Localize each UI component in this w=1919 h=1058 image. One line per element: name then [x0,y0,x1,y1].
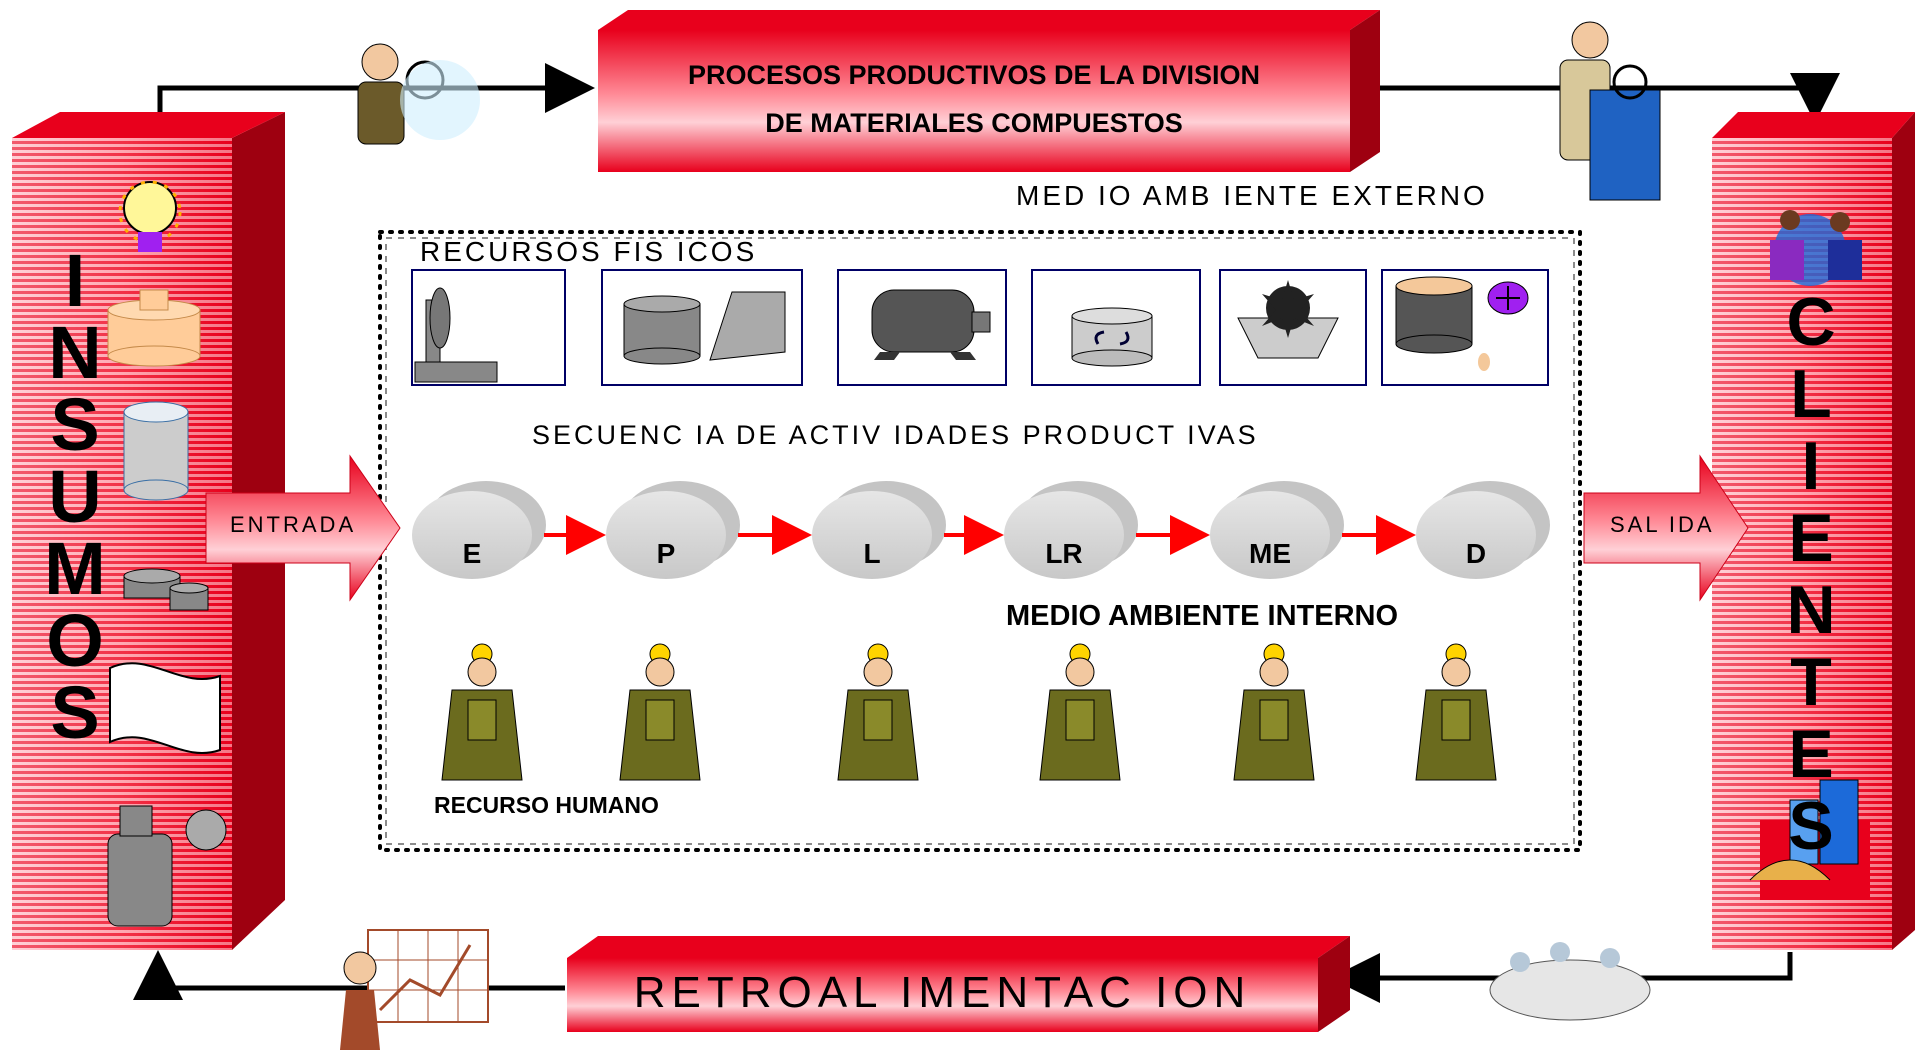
insumos-letter: S [50,671,100,754]
activity-node-label: E [463,538,482,569]
spray-can-icon [107,805,227,927]
entrada-label: ENTRADA [230,512,357,537]
human-resource-label: RECURSO HUMANO [434,792,659,818]
lightbulb-icon [118,180,182,252]
mold-icon [709,291,786,361]
clientes-letter: I [1801,428,1821,504]
worker-icon [837,643,919,781]
insumos-letter: S [50,383,100,466]
salida-arrow [1583,454,1749,602]
resource-box-3 [837,269,1007,386]
resource-box-1 [411,269,566,386]
tank-icon [1395,276,1529,371]
activity-node-me: ME [1210,481,1344,579]
worker-icon [441,643,523,781]
activity-nodes: E P L LR ME D [412,481,1550,579]
resource-boxes [411,269,1549,386]
insumos-letter: I [64,239,86,322]
title-banner [598,10,1380,172]
external-environment-label: MED IO AMB IENTE EXTERNO [1016,180,1488,211]
activity-node-d: D [1416,481,1550,579]
motor-icon [871,289,991,360]
city-building-icon [1749,779,1870,900]
machine-icon [414,287,498,383]
activity-node-label: LR [1045,538,1082,569]
worker-icon [1233,643,1315,781]
activity-node-label: L [863,538,880,569]
presenter-chart-icon [340,929,489,1050]
internal-environment-border [378,230,1582,852]
insumos-letter: N [48,311,102,394]
grinder-icon [1237,280,1339,359]
worker-icon [619,643,701,781]
activity-node-label: P [657,538,676,569]
worker-icon [1415,643,1497,781]
clientes-letter: E [1788,500,1834,576]
activity-sequence-label: SECUENC IA DE ACTIV IDADES PRODUCT IVAS [532,420,1259,450]
clientes-letter: T [1790,644,1832,720]
clientes-letter: S [1788,788,1834,864]
resource-box-4 [1031,269,1201,386]
clientes-letter: C [1786,284,1836,360]
salida-label: SAL IDA [1610,512,1715,537]
container-icon [123,401,189,501]
inspector-icon [1559,21,1661,201]
worker-icon [1039,643,1121,781]
diagram-title-line1: PROCESOS PRODUCTIVOS DE LA DIVISION [687,60,1261,90]
spool-icon [107,289,201,367]
cylinder-icon [623,295,701,365]
resource-box-2 [601,269,803,386]
mixer-icon [1071,307,1153,367]
clientes-letter: E [1788,716,1834,792]
entrada-arrow [205,454,401,602]
resource-box-5 [1219,269,1367,386]
mechanic-icon [357,43,480,145]
insumos-letter: U [48,455,102,538]
fabric-sheet-icon [109,662,221,755]
activity-node-label: ME [1249,538,1291,569]
team-meeting-icon [1489,942,1651,1021]
activity-node-l: L [812,481,946,579]
internal-environment-label: MEDIO AMBIENTE INTERNO [1006,600,1399,632]
feedback-label: RETROAL IMENTAC ION [633,968,1252,1017]
diagram-title-line2: DE MATERIALES COMPUESTOS [765,108,1183,138]
insumos-letter: M [44,527,106,610]
human-resources [441,643,1497,781]
activity-node-e: E [412,481,546,579]
resource-box-6 [1381,269,1549,386]
physical-resources-label: RECURSOS FIS ICOS [420,236,758,267]
clientes-letter: L [1790,356,1832,432]
activity-node-label: D [1466,538,1486,569]
discs-icon [123,568,209,611]
insumos-letter: O [46,599,104,682]
retro-banner [567,936,1350,1032]
handshake-icon [1770,210,1862,286]
clientes-letter: N [1786,572,1836,648]
activity-node-p: P [606,481,740,579]
activity-node-lr: LR [1004,481,1138,579]
